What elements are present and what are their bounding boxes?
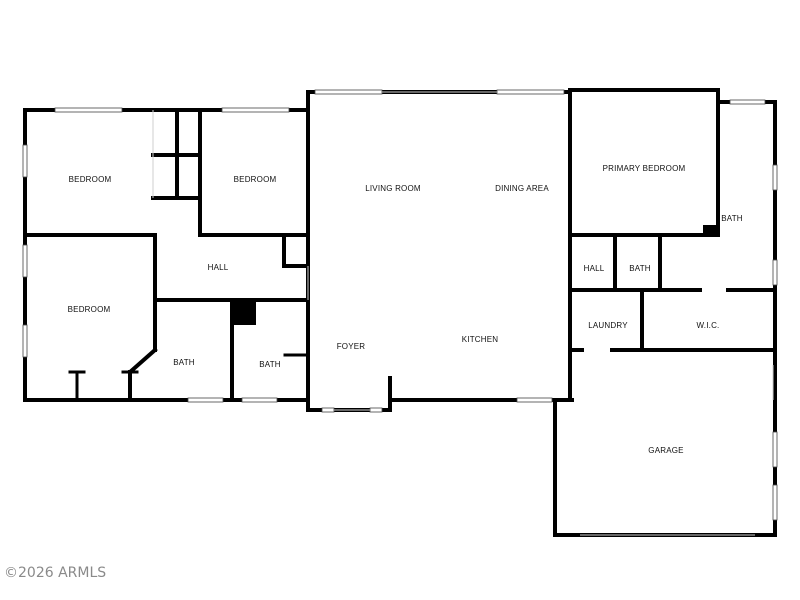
bath-fixture-block bbox=[703, 225, 718, 235]
window bbox=[54, 107, 123, 113]
window bbox=[496, 89, 565, 95]
room-label-bedroom: BEDROOM bbox=[68, 305, 111, 314]
room-label-dining-area: DINING AREA bbox=[495, 184, 549, 193]
window bbox=[772, 164, 778, 191]
windows bbox=[22, 89, 778, 521]
window bbox=[772, 259, 778, 286]
walls-left-wing bbox=[23, 90, 310, 402]
window bbox=[22, 324, 28, 358]
window bbox=[22, 144, 28, 178]
room-label-kitchen: KITCHEN bbox=[462, 335, 499, 344]
room-label-garage: GARAGE bbox=[648, 446, 683, 455]
copyright-watermark: ©2026 ARMLS bbox=[4, 565, 106, 581]
window bbox=[772, 484, 778, 521]
window bbox=[221, 107, 290, 113]
room-label-bath: BATH bbox=[173, 358, 195, 367]
window bbox=[22, 244, 28, 278]
walls-garage bbox=[553, 348, 777, 537]
window bbox=[516, 397, 553, 403]
room-label-bath: BATH bbox=[629, 264, 651, 273]
room-label-primary-bedroom: PRIMARY BEDROOM bbox=[603, 164, 686, 173]
window bbox=[321, 407, 335, 413]
walls-central bbox=[306, 90, 574, 412]
room-label-bedroom: BEDROOM bbox=[69, 175, 112, 184]
window bbox=[314, 89, 383, 95]
room-label-living-room: LIVING ROOM bbox=[365, 184, 421, 193]
room-label-bath: BATH bbox=[721, 214, 743, 223]
room-label-foyer: FOYER bbox=[337, 342, 366, 351]
chimney-block bbox=[231, 300, 256, 325]
room-label-bedroom: BEDROOM bbox=[234, 175, 277, 184]
room-label-laundry: LAUNDRY bbox=[588, 321, 628, 330]
room-label-wic: W.I.C. bbox=[697, 321, 720, 330]
room-label-hall: HALL bbox=[584, 264, 605, 273]
window bbox=[187, 397, 224, 403]
walls-right-wing bbox=[568, 88, 777, 352]
window bbox=[369, 407, 383, 413]
window bbox=[729, 99, 766, 105]
room-labels: BEDROOM BEDROOM BEDROOM HALL BATH BATH L… bbox=[68, 164, 743, 455]
window bbox=[241, 397, 278, 403]
openings bbox=[152, 91, 774, 536]
room-label-bath: BATH bbox=[259, 360, 281, 369]
room-label-hall: HALL bbox=[208, 263, 229, 272]
window bbox=[772, 431, 778, 468]
